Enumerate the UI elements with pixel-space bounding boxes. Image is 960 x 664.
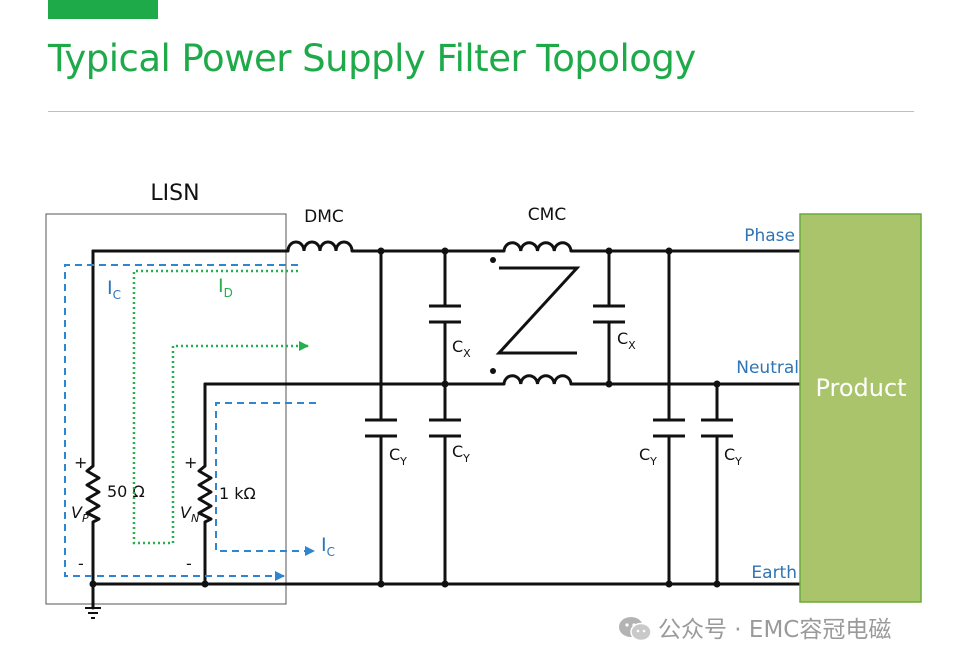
vn-minus: -	[186, 554, 192, 573]
vp-minus: -	[78, 554, 84, 573]
circuit-wires	[91, 249, 802, 610]
lisn-label: LISN	[150, 181, 199, 206]
vn-label: VN	[180, 503, 199, 525]
cmc-label: CMC	[528, 205, 566, 225]
cy-label-1: CY	[389, 445, 407, 468]
resistor-1k-label: 1 kΩ	[219, 484, 256, 503]
vp-label: VP	[71, 503, 89, 525]
resistor-50-ohm	[85, 464, 101, 524]
capacitor-plates	[365, 304, 733, 438]
title-divider	[48, 111, 914, 112]
dmc-label: DMC	[304, 207, 344, 227]
slide-title: Typical Power Supply Filter Topology	[48, 37, 696, 80]
ic-label-upper: IC	[107, 277, 121, 302]
cx-label-left: CX	[452, 337, 471, 360]
junction-dots	[89, 247, 721, 588]
product-block	[799, 213, 922, 603]
cmc-dot-top	[490, 257, 496, 263]
cmc-core	[495, 266, 581, 355]
accent-bar	[48, 0, 158, 19]
vn-plus: +	[184, 453, 197, 472]
lisn-box	[45, 213, 287, 605]
cmc-bottom-winding	[502, 374, 573, 385]
product-label: Product	[815, 374, 906, 402]
dmc-inductor	[286, 240, 354, 252]
wechat-icon	[619, 617, 652, 642]
watermark: 公众号 · EMC容冠电磁	[618, 610, 891, 644]
cy-label-3: CY	[639, 445, 657, 468]
cmc-dot-bottom	[490, 368, 496, 374]
earth-label: Earth	[751, 563, 797, 583]
phase-label: Phase	[744, 226, 795, 246]
cmc-top-winding	[502, 241, 573, 252]
common-mode-current-paths	[64, 264, 316, 581]
ground-icon	[85, 607, 101, 619]
cy-label-2: CY	[452, 442, 470, 465]
cx-label-right: CX	[617, 329, 636, 352]
ic-label-lower: IC	[321, 534, 335, 559]
vp-plus: +	[74, 453, 87, 472]
watermark-text: 公众号 · EMC容冠电磁	[658, 617, 892, 643]
id-label: ID	[218, 275, 233, 300]
neutral-label: Neutral	[736, 358, 799, 378]
differential-mode-current-path	[132, 269, 309, 545]
resistor-50-label: 50 Ω	[107, 482, 145, 501]
cy-label-4: CY	[724, 445, 742, 468]
resistor-1k-ohm	[197, 464, 213, 524]
